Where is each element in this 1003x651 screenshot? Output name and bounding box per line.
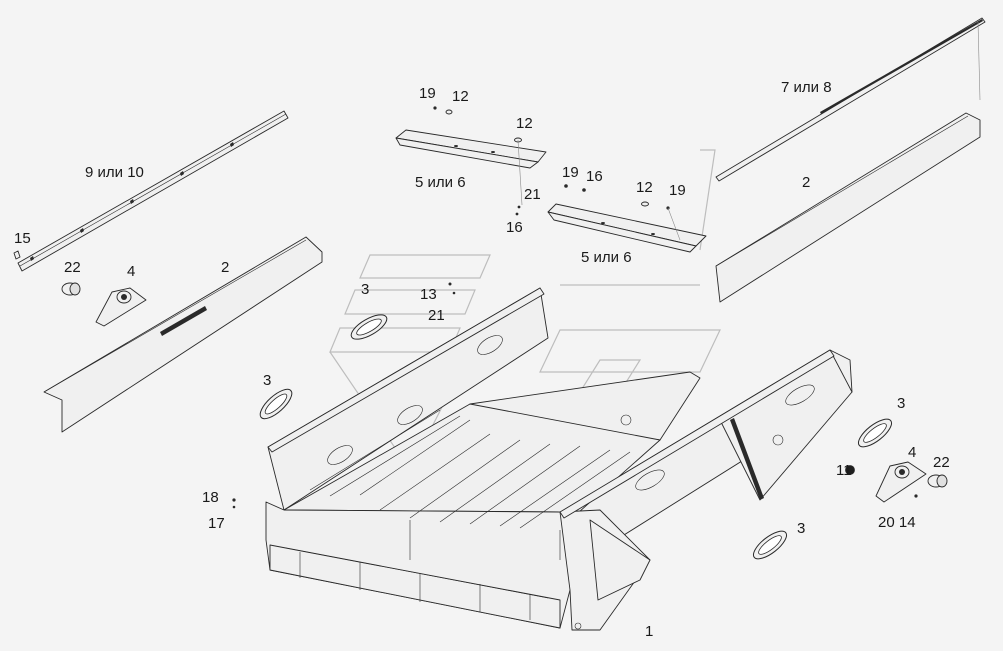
part-bushing-22-right <box>927 474 948 488</box>
part-body-1 <box>265 287 853 631</box>
part-bracket-4-right <box>875 461 927 503</box>
part-plate-5-6-upper <box>395 129 547 169</box>
part-strip-7-8 <box>715 17 986 182</box>
part-hatches-3 <box>259 314 893 560</box>
label-1: 1 <box>645 623 654 640</box>
label-12-top: 12 <box>452 88 469 105</box>
label-2-left: 2 <box>221 259 230 276</box>
label-22-left: 22 <box>64 259 81 276</box>
label-19-b: 19 <box>669 182 686 199</box>
part-strip-9-10 <box>17 110 289 272</box>
label-15: 15 <box>14 230 31 247</box>
label-4-left: 4 <box>127 263 136 280</box>
label-19-top: 19 <box>419 85 436 102</box>
label-12-plate: 12 <box>516 115 533 132</box>
label-21-b: 21 <box>428 307 445 324</box>
label-22-right: 22 <box>933 454 950 471</box>
label-3-d: 3 <box>797 520 806 537</box>
label-7-or-8: 7 или 8 <box>781 79 832 96</box>
part-plate-5-6-lower <box>547 203 707 253</box>
label-17: 17 <box>208 515 225 532</box>
label-3-a: 3 <box>361 281 370 298</box>
label-19-mid: 19 <box>562 164 579 181</box>
part-bushing-22-left <box>61 282 81 296</box>
label-5-or-6-lower: 5 или 6 <box>581 249 632 266</box>
label-5-or-6-upper: 5 или 6 <box>415 174 466 191</box>
label-20-14: 20 14 <box>878 514 916 531</box>
label-16-mid: 16 <box>586 168 603 185</box>
part-cover-2-right <box>715 112 981 303</box>
part-pin-15 <box>13 250 21 260</box>
part-cover-2-left <box>43 236 323 433</box>
label-9-or-10: 9 или 10 <box>85 164 144 181</box>
label-2-right: 2 <box>802 174 811 191</box>
label-12-b: 12 <box>636 179 653 196</box>
label-3-c: 3 <box>897 395 906 412</box>
part-bracket-4-left <box>95 287 147 327</box>
label-13: 13 <box>420 286 437 303</box>
label-21-mid: 21 <box>524 186 541 203</box>
label-4-right: 4 <box>908 444 917 461</box>
label-11: 11 <box>836 462 852 479</box>
label-16-low: 16 <box>506 219 523 236</box>
label-3-b: 3 <box>263 372 272 389</box>
fasteners <box>232 106 918 509</box>
label-18: 18 <box>202 489 219 506</box>
